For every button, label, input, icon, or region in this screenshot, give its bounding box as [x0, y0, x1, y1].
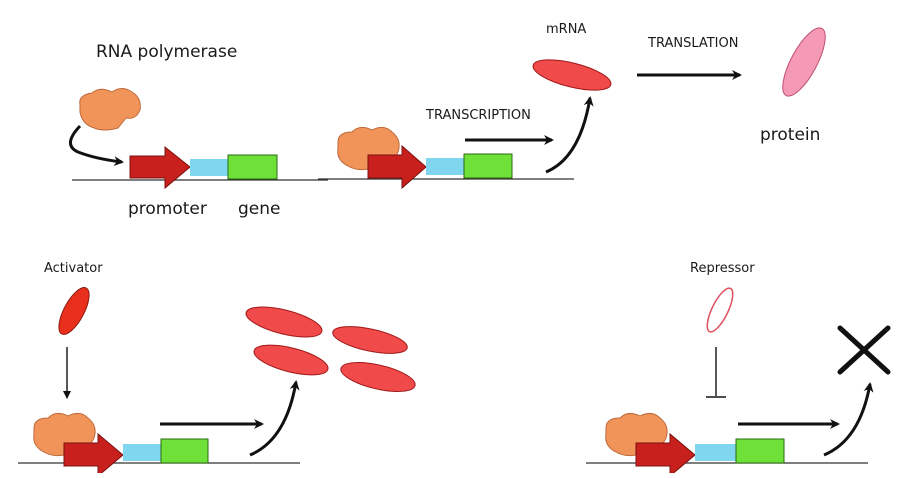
panel-activator: [18, 287, 416, 478]
promoter-arrow-3: [63, 432, 124, 478]
spacer-box: [190, 159, 228, 176]
protein-label: protein: [760, 125, 821, 145]
promoter-label: promoter: [128, 199, 207, 219]
translation-label: TRANSLATION: [648, 36, 739, 51]
promoter-arrow: [129, 145, 191, 190]
gene-box-3: [160, 438, 209, 464]
promoter-arrow-4: [635, 432, 696, 478]
promoter-arrow-2: [367, 144, 427, 190]
mrna-blob-c: [253, 344, 329, 376]
spacer-box-3: [123, 444, 161, 461]
activator-label: Activator: [44, 261, 103, 276]
mrna-label: mRNA: [546, 22, 587, 37]
mrna-blob: [532, 59, 612, 91]
activator-blob: [58, 287, 90, 335]
panel-repressor: [586, 287, 891, 478]
repressor-label: Repressor: [690, 261, 755, 276]
gene-box: [227, 154, 278, 180]
gene-label: gene: [238, 199, 281, 219]
mrna-blob-a: [245, 306, 323, 338]
transcription-label: TRANSCRIPTION: [426, 108, 531, 123]
cross-icon: [837, 325, 891, 375]
repressor-blob: [706, 287, 734, 333]
rna-polymerase-label: RNA polymerase: [96, 42, 238, 62]
spacer-box-4: [695, 444, 736, 461]
panel-transcription: [318, 27, 826, 190]
binding-curved-arrow: [69, 124, 124, 167]
activated-curved-arrow: [249, 380, 300, 457]
transcription-curved-arrow: [545, 96, 594, 174]
spacer-box-2: [426, 158, 464, 175]
gene-box-4: [735, 438, 785, 464]
gene-box-2: [463, 153, 513, 179]
mrna-blob-b: [332, 326, 408, 354]
repressed-curved-arrow: [823, 382, 874, 457]
panel-binding: [69, 88, 328, 190]
protein-blob: [782, 27, 826, 97]
mrna-blob-d: [340, 362, 416, 392]
rna-polymerase-blob: [79, 88, 141, 131]
